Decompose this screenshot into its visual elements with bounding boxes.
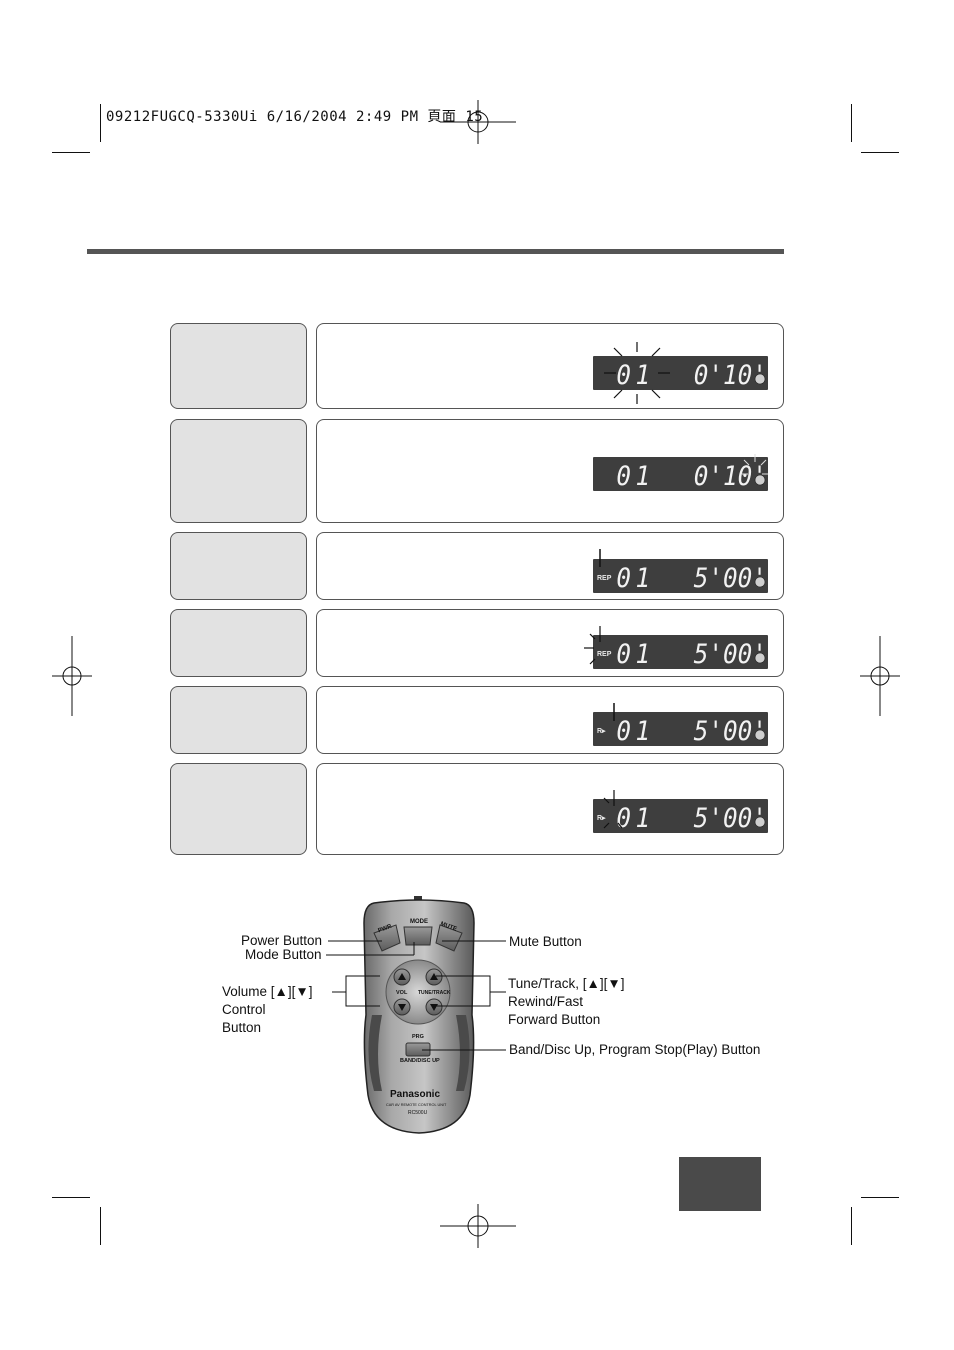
label-tune-line3: Forward Button (508, 1012, 601, 1027)
lcd-segments: 01 0'10' (616, 360, 767, 390)
lcd-disc-icon (754, 816, 766, 828)
page-tab (679, 1157, 761, 1211)
lcd-track-number: 01 (616, 461, 654, 491)
label-volume-line1: Volume [▲][▼] (222, 984, 313, 999)
blink-rays-random (603, 790, 623, 829)
pointer-random-5 (613, 703, 615, 721)
blink-rays-track (604, 342, 670, 404)
label-tune-line1: Tune/Track, [▲][▼] (508, 976, 625, 991)
step-label-box-1 (170, 323, 307, 409)
lcd-disc-icon (754, 373, 766, 385)
lcd-track-number: 01 (616, 360, 654, 390)
lcd-display-3: REP 01 5'00' (593, 559, 768, 593)
section-rule (87, 249, 784, 254)
label-mode-button: Mode Button (245, 947, 322, 962)
lcd-mode-flag: R▸ (597, 728, 606, 735)
lcd-mode-flag: REP (597, 575, 612, 582)
lcd-play-time: 0'10' (694, 360, 767, 390)
lcd-track-number: 01 (616, 563, 654, 593)
remote-model-line: CAR AV REMOTE CONTROL UNIT (386, 1103, 447, 1107)
pointer-rep-3 (599, 549, 601, 567)
step-label-box-3 (170, 532, 307, 600)
blink-rays-end (742, 454, 768, 475)
lcd-display-2: 01 0'10' (593, 457, 768, 491)
remote-tune-text: TUNE/TRACK (418, 990, 451, 996)
remote-mode-text: MODE (410, 919, 428, 925)
lcd-play-time: 5'00' (694, 803, 767, 833)
label-mute-button: Mute Button (509, 934, 582, 949)
lcd-segments: REP 01 5'00' (597, 639, 767, 669)
step-label-box-4 (170, 609, 307, 677)
lcd-track-number: 01 (616, 716, 654, 746)
lcd-segments: R▸ 01 5'00' (597, 716, 767, 746)
step-label-box-6 (170, 763, 307, 855)
registration-target-left (52, 636, 92, 716)
remote-band-text: BAND/DISC UP (400, 1058, 440, 1064)
lcd-display-1: 01 0'10' (593, 356, 768, 390)
remote-leader-lines (326, 940, 506, 1051)
registration-target-right (860, 636, 900, 716)
lcd-play-time: 5'00' (694, 716, 767, 746)
print-slug: 09212FUGCQ-5330Ui 6/16/2004 2:49 PM 頁面 1… (106, 109, 484, 125)
lcd-segments: REP 01 5'00' (597, 563, 767, 593)
lcd-disc-icon (754, 474, 766, 486)
label-volume-line2: Control (222, 1002, 266, 1017)
label-band-disc-up: Band/Disc Up, Program Stop(Play) Button (509, 1042, 761, 1057)
lcd-disc-icon (754, 652, 766, 664)
lcd-play-time: 0'10' (694, 461, 767, 491)
lcd-display-5: R▸ 01 5'00' (593, 712, 768, 746)
label-volume-line3: Button (222, 1020, 262, 1035)
label-power-button: Power Button (241, 933, 323, 948)
remote-vol-text: VOL (396, 990, 408, 996)
step-label-box-5 (170, 686, 307, 754)
remote-control-illustration (363, 896, 475, 1134)
lcd-play-time: 5'00' (694, 563, 767, 593)
lcd-mode-flag: R▸ (597, 815, 606, 822)
blink-rays-rep (584, 626, 601, 665)
remote-prg-text: PRG (412, 1034, 424, 1040)
registration-target-bottom (440, 1204, 516, 1248)
lcd-disc-icon (754, 729, 766, 741)
step-label-box-2 (170, 419, 307, 523)
lcd-play-time: 5'00' (694, 639, 767, 669)
lcd-display-4: REP 01 5'00' (593, 635, 768, 669)
remote-brand-logo: Panasonic (390, 1089, 441, 1100)
lcd-mode-flag: REP (597, 651, 612, 658)
lcd-disc-icon (754, 576, 766, 588)
remote-model-number: RC500U (408, 1110, 428, 1116)
label-tune-line2: Rewind/Fast (508, 994, 584, 1009)
lcd-track-number: 01 (616, 639, 654, 669)
registration-target-top (440, 100, 516, 144)
lcd-segments: 01 0'10' (616, 461, 767, 491)
